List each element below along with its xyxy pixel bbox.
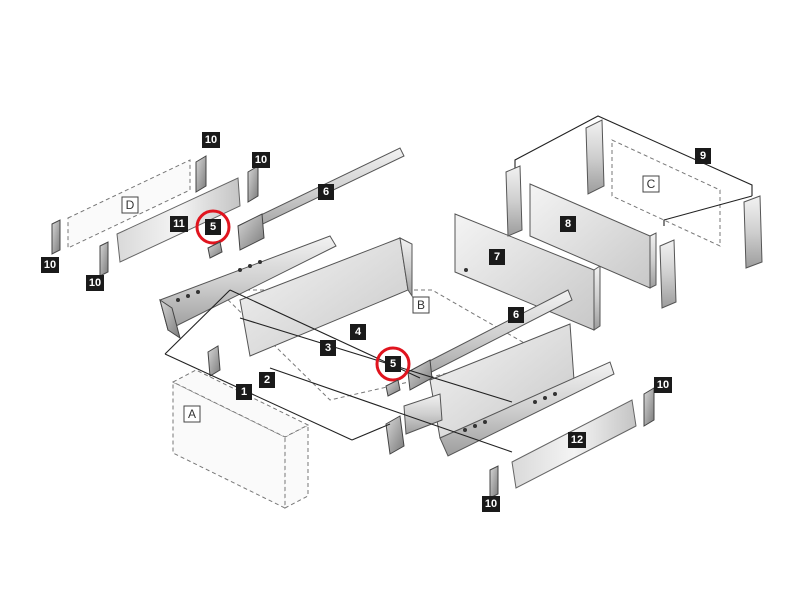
callout-10-d: 10 <box>86 275 104 291</box>
svg-text:12: 12 <box>571 434 583 446</box>
drawer-side-right <box>429 323 615 457</box>
svg-text:10: 10 <box>89 277 101 289</box>
front-bracket-right <box>385 393 443 455</box>
callout-12: 12 <box>568 432 586 448</box>
callout-8: 8 <box>560 216 576 232</box>
svg-text:1: 1 <box>241 386 247 398</box>
callout-5-upper: 5 <box>205 219 221 235</box>
hardware-clip-upper <box>207 241 223 259</box>
svg-text:10: 10 <box>255 154 267 166</box>
callout-6-upper: 6 <box>318 184 334 200</box>
svg-text:5: 5 <box>210 221 216 233</box>
upright-9-group <box>505 119 763 309</box>
callout-5-lower: 5 <box>385 356 401 372</box>
callout-11: 11 <box>170 216 188 232</box>
callout-6-lower: 6 <box>508 307 524 323</box>
bracket-10-group <box>51 155 655 499</box>
callout-10-f: 10 <box>482 496 500 512</box>
drawer-side-left <box>159 235 337 340</box>
svg-text:10: 10 <box>44 259 56 271</box>
callout-2: 2 <box>259 372 275 388</box>
drawer-side-inner <box>239 237 413 357</box>
highlight-circle-lower <box>375 346 411 382</box>
svg-text:7: 7 <box>494 251 500 263</box>
zone-d-label: D <box>126 198 135 212</box>
callout-9: 9 <box>695 148 711 164</box>
highlight-circle-upper <box>195 209 231 245</box>
svg-text:10: 10 <box>205 134 217 146</box>
callout-10-b: 10 <box>252 152 270 168</box>
svg-text:10: 10 <box>657 379 669 391</box>
svg-text:9: 9 <box>700 150 706 162</box>
callout-10-e: 10 <box>654 377 672 393</box>
zone-c-back-panel: C <box>514 115 753 247</box>
callout-10-c: 10 <box>41 257 59 273</box>
svg-text:3: 3 <box>325 342 331 354</box>
svg-text:11: 11 <box>173 218 185 230</box>
svg-text:6: 6 <box>323 186 329 198</box>
rear-panel-8 <box>529 183 657 289</box>
callout-7: 7 <box>489 249 505 265</box>
callout-1: 1 <box>236 384 252 400</box>
svg-text:6: 6 <box>513 309 519 321</box>
zone-c-label: C <box>647 177 656 191</box>
svg-text:10: 10 <box>485 498 497 510</box>
callout-10-a: 10 <box>202 132 220 148</box>
zone-a-label: A <box>188 407 196 421</box>
callout-3: 3 <box>320 340 336 356</box>
callout-4: 4 <box>350 324 366 340</box>
svg-text:4: 4 <box>355 326 362 338</box>
railing-bar-6-mid <box>407 289 573 391</box>
svg-text:5: 5 <box>390 358 396 370</box>
zone-d-front-panel: D <box>67 159 191 249</box>
hardware-clip-lower <box>385 379 401 397</box>
front-bracket-left <box>207 345 221 377</box>
zone-b-label: B <box>417 298 425 312</box>
svg-text:8: 8 <box>565 218 571 230</box>
zone-a-drawer-front: A <box>171 369 310 509</box>
svg-text:2: 2 <box>264 374 270 386</box>
